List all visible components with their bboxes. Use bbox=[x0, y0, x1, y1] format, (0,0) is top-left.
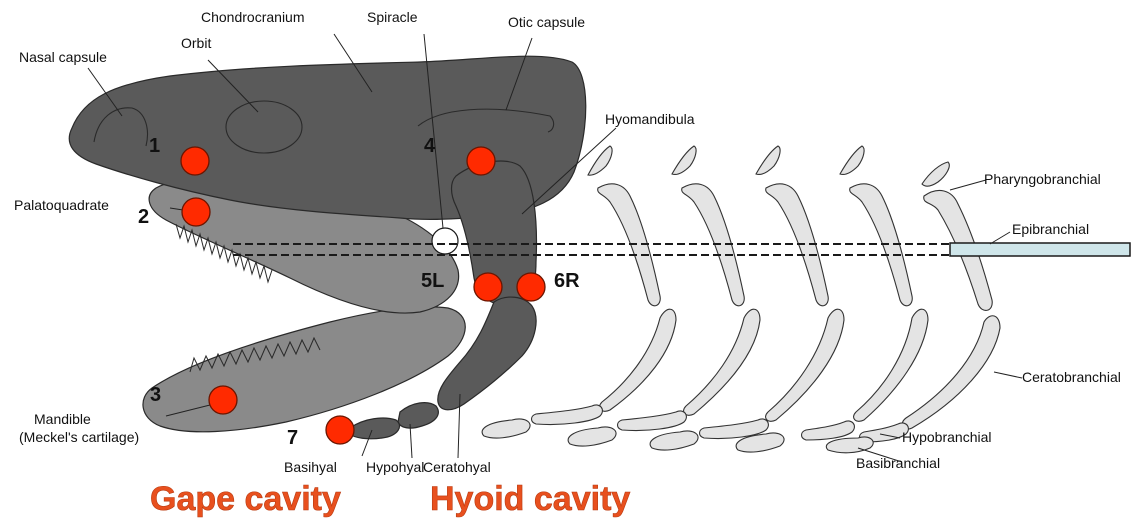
hyoid-cavity-title: Hyoid cavity bbox=[430, 480, 630, 518]
marker-number-3: 3 bbox=[150, 384, 161, 406]
marker-3 bbox=[209, 386, 237, 414]
label-nasal-capsule: Nasal capsule bbox=[19, 49, 107, 65]
marker-2 bbox=[182, 198, 210, 226]
pharyngobranchial-2 bbox=[672, 146, 696, 175]
basibranchial-3 bbox=[650, 431, 698, 450]
marker-number-5L: 5L bbox=[421, 270, 444, 292]
label-otic-capsule: Otic capsule bbox=[508, 14, 585, 30]
marker-1 bbox=[181, 147, 209, 175]
label-ceratohyal: Ceratohyal bbox=[423, 459, 491, 475]
hypobranchial-4 bbox=[802, 421, 855, 440]
label-hypohyal: Hypohyal bbox=[366, 459, 424, 475]
label-pharyngobranchial: Pharyngobranchial bbox=[984, 171, 1101, 187]
label-basibranchial: Basibranchial bbox=[856, 455, 940, 471]
ceratobranchial-1 bbox=[600, 309, 676, 411]
label-epibranchial: Epibranchial bbox=[1012, 221, 1089, 237]
basihyal bbox=[350, 418, 400, 439]
marker-6R bbox=[517, 273, 545, 301]
ceratobranchial-3 bbox=[766, 309, 844, 421]
marker-4 bbox=[467, 147, 495, 175]
hypobranchial-1 bbox=[532, 405, 603, 425]
basibranchial-2 bbox=[568, 427, 616, 446]
hypohyal bbox=[398, 403, 438, 428]
pharyngobranchial-4 bbox=[840, 146, 864, 175]
marker-5L bbox=[474, 273, 502, 301]
label-hypobranchial: Hypobranchial bbox=[902, 429, 992, 445]
marker-number-4: 4 bbox=[424, 135, 436, 157]
epibranchial-bar bbox=[950, 243, 1130, 256]
label-chondrocranium: Chondrocranium bbox=[201, 9, 305, 25]
hypobranchial-2 bbox=[618, 411, 687, 431]
ceratobranchial-2 bbox=[684, 309, 760, 415]
marker-number-6R: 6R bbox=[554, 270, 580, 292]
spiracle bbox=[432, 228, 458, 254]
label-spiracle: Spiracle bbox=[367, 9, 418, 25]
label-mandible: Mandible bbox=[34, 411, 91, 427]
label-palatoquadrate: Palatoquadrate bbox=[14, 197, 109, 213]
label-basihyal: Basihyal bbox=[284, 459, 337, 475]
pharyngobranchial-3 bbox=[756, 146, 780, 175]
marker-number-7: 7 bbox=[287, 427, 298, 449]
marker-number-1: 1 bbox=[149, 135, 160, 157]
label-hyomandibula: Hyomandibula bbox=[605, 111, 695, 127]
label-meckels-cartilage: (Meckel's cartilage) bbox=[19, 429, 139, 445]
basibranchial-1 bbox=[482, 419, 530, 438]
label-ceratobranchial: Ceratobranchial bbox=[1022, 369, 1121, 385]
marker-number-2: 2 bbox=[138, 206, 149, 228]
label-orbit: Orbit bbox=[181, 35, 211, 51]
ceratobranchial-4 bbox=[854, 309, 928, 421]
pharyngobranchial-5 bbox=[922, 162, 949, 186]
gape-cavity-title: Gape cavity bbox=[150, 480, 341, 518]
marker-7 bbox=[326, 416, 354, 444]
